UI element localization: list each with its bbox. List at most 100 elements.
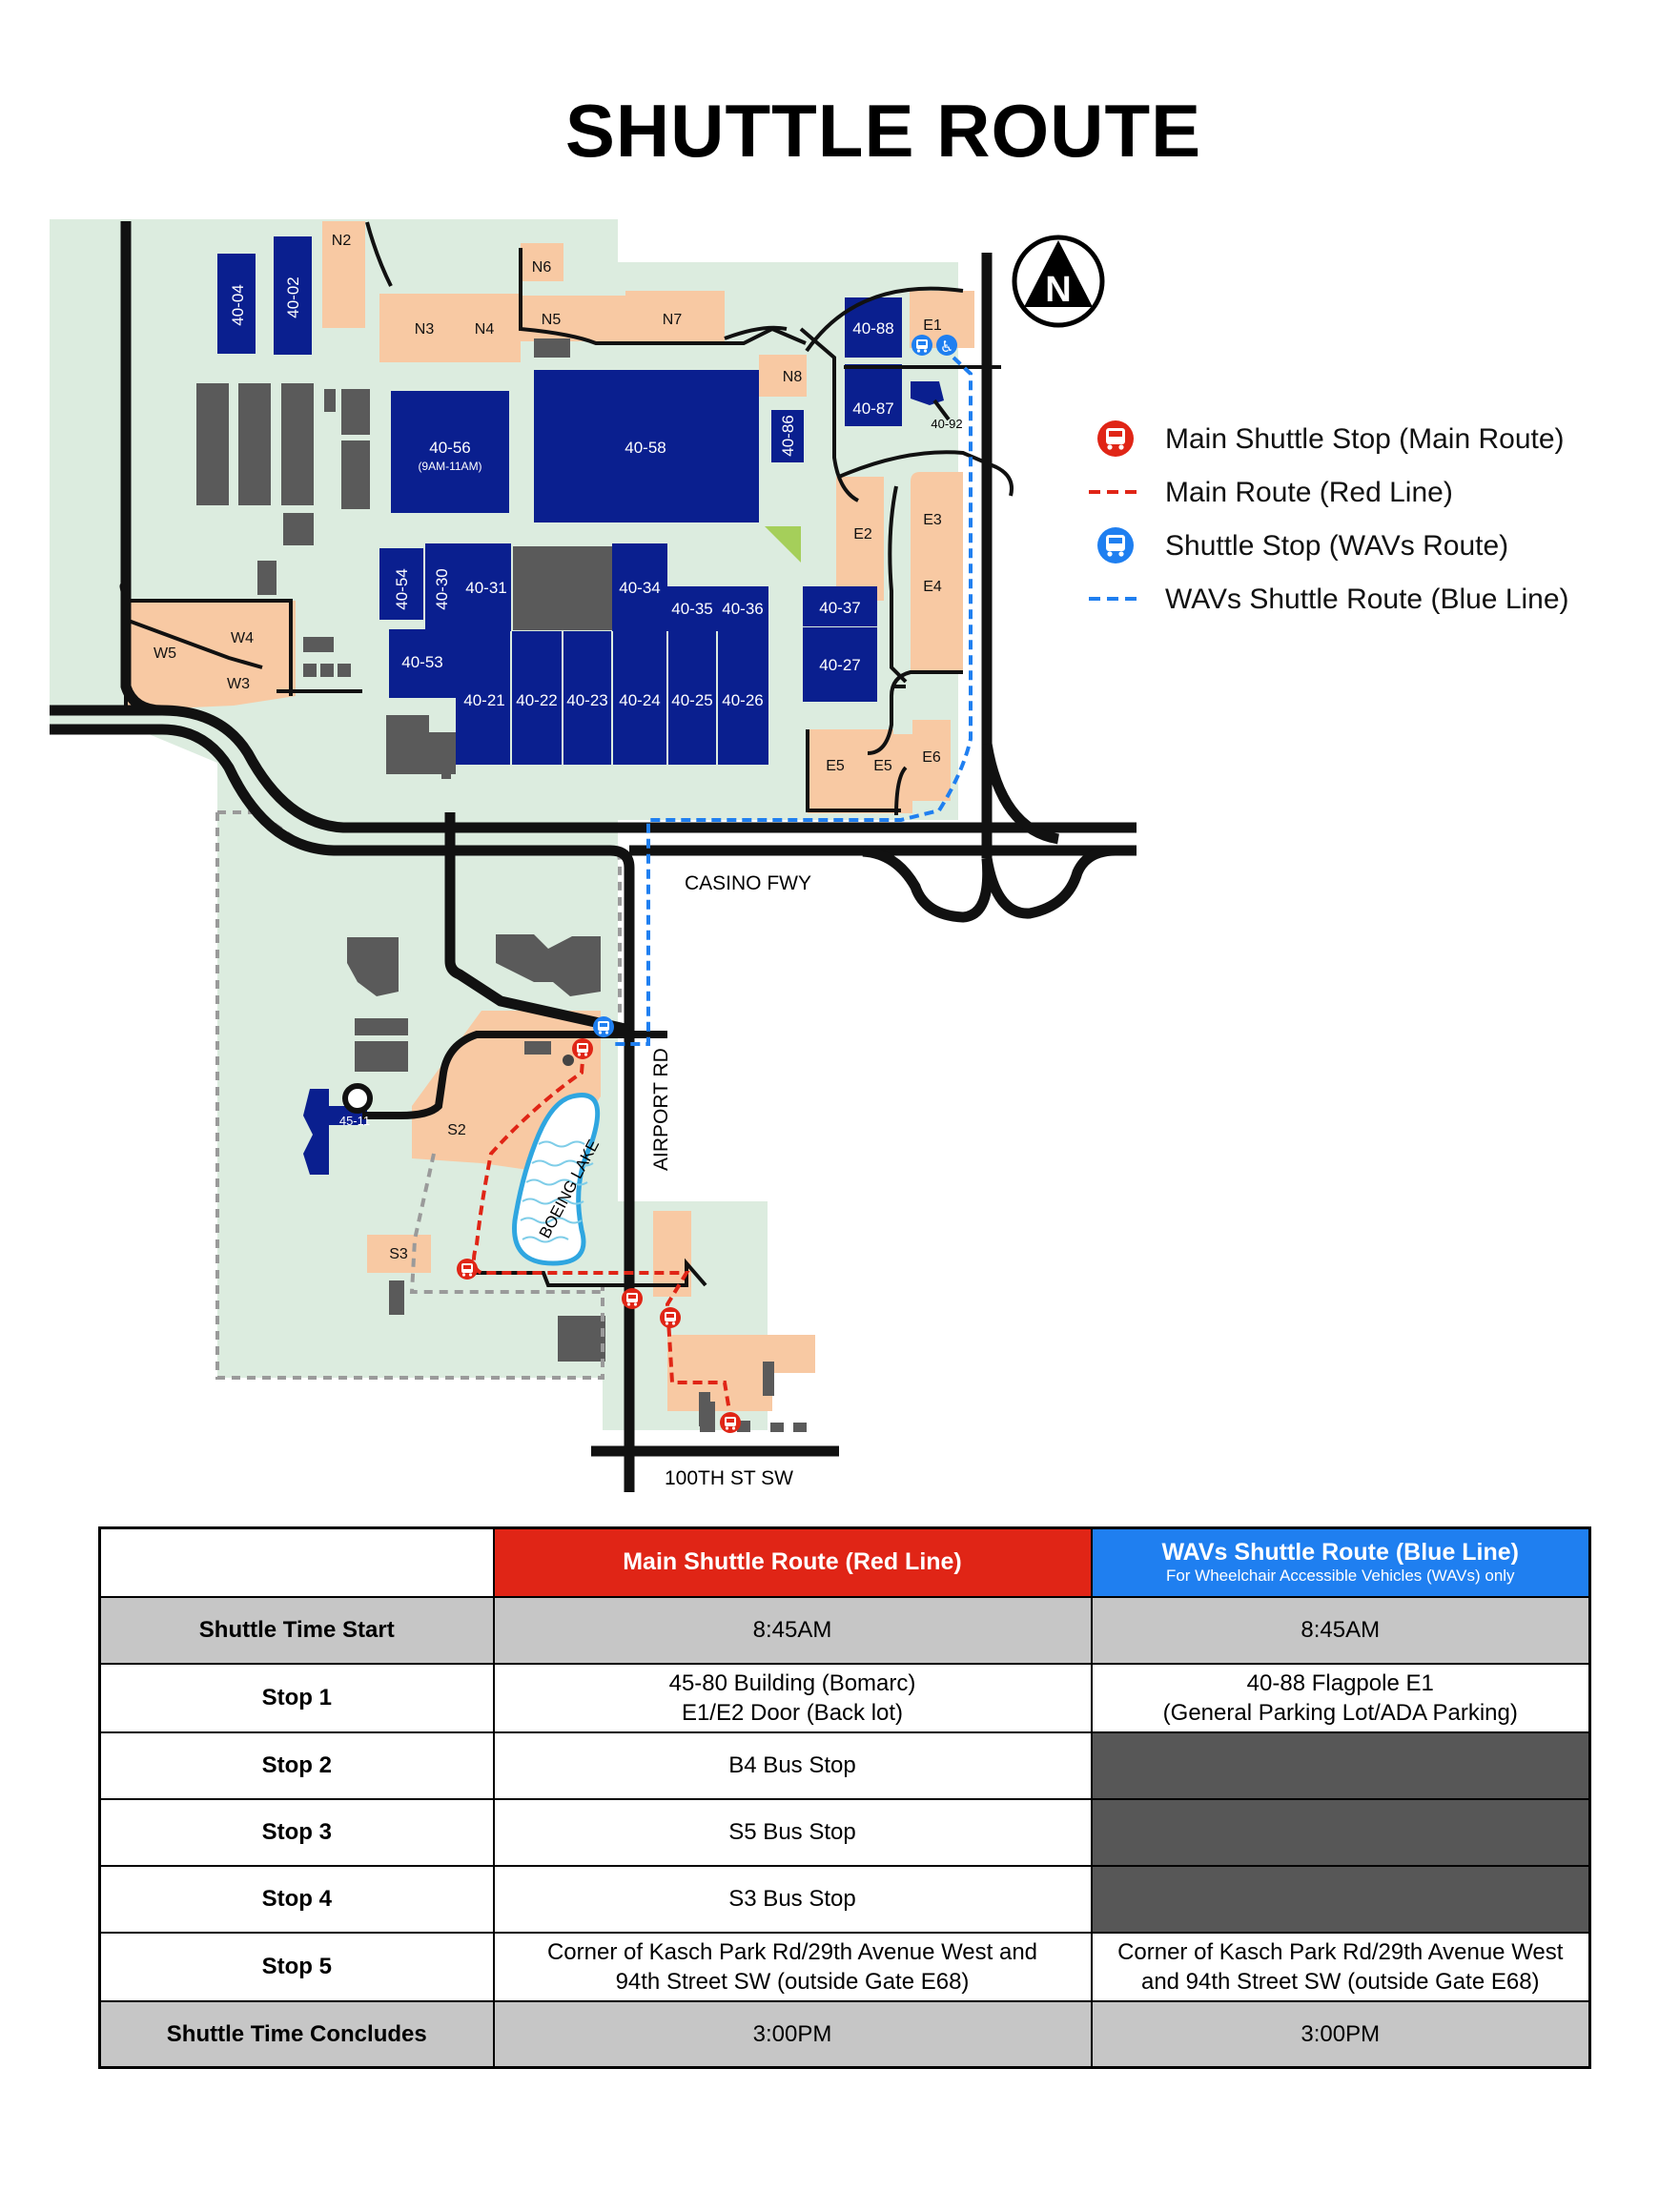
wavs-route-cell: 40-88 Flagpole E1 (General Parking Lot/AD… — [1090, 1662, 1591, 1733]
ada-parking-icon — [936, 335, 957, 356]
building-label: 40-27 — [819, 656, 860, 674]
building-label: 45-11 — [339, 1114, 370, 1128]
row-label: Stop 5 — [98, 1931, 495, 2002]
main-route-cell: Corner of Kasch Park Rd/29th Avenue West… — [492, 1931, 1093, 2002]
legend-label: Main Shuttle Stop (Main Route) — [1165, 423, 1565, 455]
building-label: 40-23 — [566, 691, 607, 709]
lot-label: E5 — [826, 758, 845, 774]
gray-buildings — [196, 338, 807, 1432]
lot-label: S2 — [447, 1122, 466, 1138]
building-label: 40-56 — [429, 439, 470, 457]
building-label: 40-54 — [393, 568, 411, 609]
legend-label: Shuttle Stop (WAVs Route) — [1165, 530, 1509, 562]
legend-label: WAVs Shuttle Route (Blue Line) — [1165, 584, 1569, 615]
table-row: Shuttle Time Start 8:45AM 8:45AM — [98, 1595, 1591, 1665]
building-label: 40-87 — [852, 399, 893, 418]
building-label: 40-58 — [625, 439, 666, 457]
legend-label: Main Route (Red Line) — [1165, 477, 1453, 508]
main-route-line — [471, 1048, 731, 1412]
header-wavs-title: WAVs Shuttle Route (Blue Line) — [1161, 1538, 1520, 1566]
building-label: 40-21 — [463, 691, 504, 709]
page-title: SHUTTLE ROUTE — [564, 89, 1202, 173]
table-header-row: Main Shuttle Route (Red Line) WAVs Shutt… — [98, 1526, 1591, 1598]
building-hours-label: (9AM-11AM) — [418, 460, 481, 473]
table-row: Stop 3 S5 Bus Stop — [98, 1797, 1591, 1867]
lot-label: S3 — [389, 1246, 408, 1262]
building-label: 40-24 — [619, 691, 660, 709]
lot-label: E2 — [853, 526, 872, 543]
airport-rd-label: AIRPORT RD — [650, 1048, 672, 1171]
lot-label: E1 — [923, 317, 942, 334]
lot-label: E4 — [923, 579, 942, 595]
cell-line: 40-88 Flagpole E1 — [1246, 1669, 1434, 1696]
lot-label: E6 — [922, 749, 941, 766]
lot-label: N8 — [783, 369, 803, 385]
cell-line: Corner of Kasch Park Rd/29th Avenue West… — [546, 1938, 1038, 1965]
wavs-route-cell-empty — [1090, 1797, 1591, 1867]
street-100th-label: 100TH ST SW — [665, 1467, 793, 1489]
row-label: Stop 2 — [98, 1731, 495, 1800]
main-stop-icon[interactable] — [622, 1288, 643, 1309]
main-route-cell: 45-80 Building (Bomarc) E1/E2 Door (Back … — [492, 1662, 1093, 1733]
building-label: 40-37 — [819, 599, 860, 617]
header-blank-cell — [98, 1526, 495, 1598]
north-label: N — [1045, 270, 1071, 310]
row-label: Stop 1 — [98, 1662, 495, 1733]
table-row: Stop 4 S3 Bus Stop — [98, 1864, 1591, 1934]
main-route-cell: 3:00PM — [492, 1999, 1093, 2069]
lot-label: N3 — [415, 321, 435, 338]
main-route-cell: 8:45AM — [492, 1595, 1093, 1665]
row-label: Stop 3 — [98, 1797, 495, 1867]
wavs-route-cell: 3:00PM — [1090, 1999, 1591, 2069]
building-label: 40-31 — [465, 579, 506, 597]
shuttle-schedule-table: Main Shuttle Route (Red Line) WAVs Shutt… — [98, 1526, 1591, 2069]
cell-line: (General Parking Lot/ADA Parking) — [1162, 1699, 1518, 1726]
building-label: 40-04 — [229, 284, 247, 325]
header-wavs-subtitle: For Wheelchair Accessible Vehicles (WAVs… — [1165, 1566, 1515, 1585]
table-row: Stop 2 B4 Bus Stop — [98, 1731, 1591, 1800]
legend-row-wavs-stop: Shuttle Stop (WAVs Route) — [1087, 526, 1621, 564]
main-stop-icon[interactable] — [572, 1038, 593, 1059]
table-row: Stop 5 Corner of Kasch Park Rd/29th Aven… — [98, 1931, 1591, 2002]
wavs-route-cell-empty — [1090, 1864, 1591, 1934]
main-stop-icon[interactable] — [720, 1412, 741, 1433]
wavs-route-cell-empty — [1090, 1731, 1591, 1800]
cell-line: 45-80 Building (Bomarc) — [668, 1669, 916, 1696]
main-route-cell: S3 Bus Stop — [492, 1864, 1093, 1934]
lot-label: W4 — [231, 630, 254, 646]
building-label: 40-36 — [722, 600, 763, 618]
bus-stop-red-icon — [1097, 420, 1134, 457]
main-stop-icon[interactable] — [660, 1307, 681, 1328]
compass: N — [1012, 235, 1105, 328]
svg-text:♿: ♿ — [940, 338, 953, 356]
blue-dashed-line-icon — [1089, 597, 1142, 601]
main-stop-icon[interactable] — [457, 1259, 478, 1280]
building-label: 40-26 — [722, 691, 763, 709]
lot-label: E5 — [873, 758, 892, 774]
wavs-stop-icon[interactable] — [593, 1016, 614, 1037]
cell-line: Corner of Kasch Park Rd/29th Avenue West — [1117, 1938, 1564, 1965]
cell-line: 94th Street SW (outside Gate E68) — [615, 1968, 970, 1995]
building-label: 40-88 — [852, 319, 893, 338]
building-label: 40-34 — [619, 579, 660, 597]
building-label: 40-86 — [779, 415, 797, 456]
building-label: 40-25 — [671, 691, 712, 709]
lot-label: N7 — [663, 312, 683, 328]
building-label: 40-02 — [284, 276, 302, 317]
legend-row-wavs-route: WAVs Shuttle Route (Blue Line) — [1087, 580, 1621, 618]
lot-label: N6 — [532, 259, 552, 276]
lot-label: E3 — [923, 512, 942, 528]
red-dashed-line-icon — [1089, 490, 1142, 494]
wavs-route-cell: 8:45AM — [1090, 1595, 1591, 1665]
wavs-route-cell: Corner of Kasch Park Rd/29th Avenue West… — [1090, 1931, 1591, 2002]
row-label: Shuttle Time Start — [98, 1595, 495, 1665]
building-label: 40-30 — [433, 568, 451, 609]
cell-line: E1/E2 Door (Back lot) — [681, 1699, 904, 1726]
building-label: 40-92 — [931, 417, 962, 431]
wavs-route-line — [610, 356, 973, 1046]
main-route-cell: B4 Bus Stop — [492, 1731, 1093, 1800]
lot-label: W5 — [154, 645, 176, 662]
wavs-stop-icon[interactable] — [911, 335, 932, 356]
building-label: 40-22 — [516, 691, 557, 709]
header-main-route: Main Shuttle Route (Red Line) — [492, 1526, 1093, 1598]
